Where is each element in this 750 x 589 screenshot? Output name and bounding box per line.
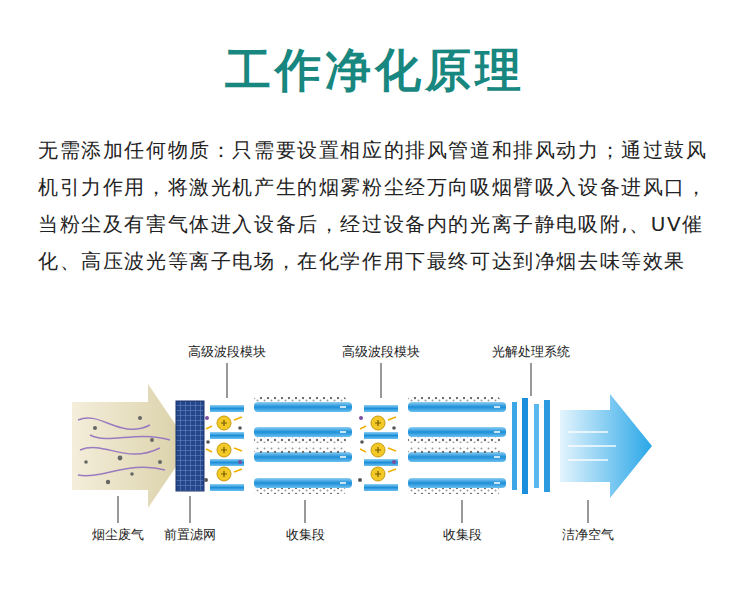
part-label: 高级波段模块 [340, 343, 422, 361]
part-label: 收集段 [441, 526, 484, 544]
diagram-title: 工作净化原理 [225, 40, 525, 102]
part-label: 收集段 [284, 526, 327, 544]
part-label: 洁净空气 [560, 526, 616, 544]
description-text: 无需添加任何物质：只需要设置相应的排风管道和排风动力；通过鼓风机引力作用，将激光… [38, 132, 714, 280]
part-label: 光解处理系统 [490, 343, 572, 361]
part-label: 烟尘废气 [90, 526, 146, 544]
part-label: 前置滤网 [162, 526, 218, 544]
part-label: 高级波段模块 [186, 343, 268, 361]
